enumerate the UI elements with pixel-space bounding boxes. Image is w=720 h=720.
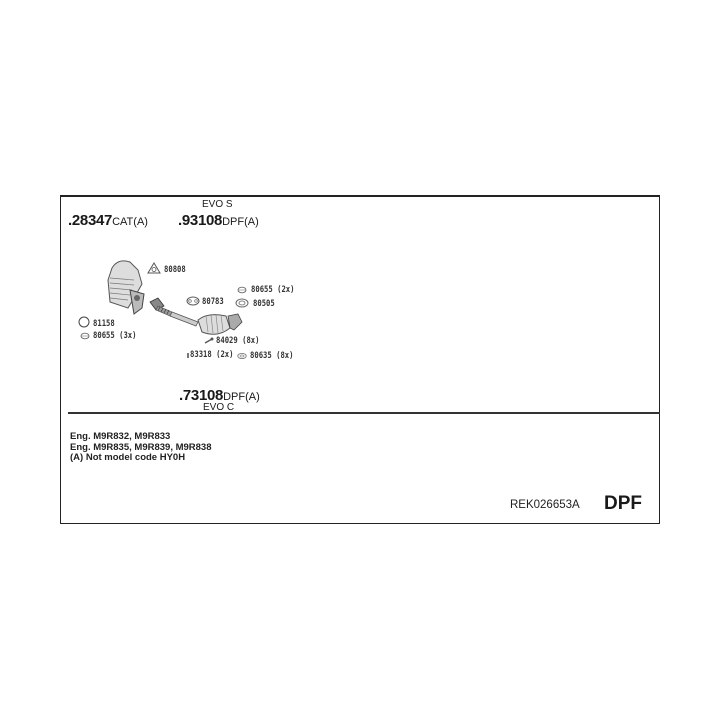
part-73108[interactable]: .73108DPF(A)	[179, 387, 260, 405]
note-line: Eng. M9R835, M9R839, M9R838	[70, 441, 212, 453]
component-label: 83318 (2x)	[190, 350, 234, 360]
component-label: 80808	[164, 265, 186, 275]
section-divider	[68, 412, 660, 414]
part-suffix: CAT(A)	[112, 216, 148, 228]
ring-gasket-icon	[235, 298, 249, 308]
diagram-frame	[60, 195, 660, 524]
dpf-pipe-icon	[149, 297, 243, 335]
component-label: 80505	[253, 299, 275, 309]
component-label: 80655 (3x)	[93, 331, 137, 341]
oval-gasket-icon	[186, 296, 200, 306]
nut-icon	[187, 353, 189, 358]
small-ring-icon	[237, 286, 247, 294]
part-93108[interactable]: .93108DPF(A)	[178, 212, 259, 230]
part-suffix: DPF(A)	[222, 216, 259, 228]
bolt-icon	[204, 337, 214, 344]
component-label: 80655 (2x)	[251, 285, 295, 295]
component-label: 80635 (8x)	[250, 351, 294, 361]
catalyst-manifold-icon	[107, 260, 145, 315]
part-number: .73108	[179, 387, 224, 404]
variant-evo-c: EVO C	[203, 402, 235, 413]
part-number: .28347	[68, 212, 113, 229]
type-label: DPF	[604, 493, 642, 514]
notes-block: Eng. M9R832, M9R833 Eng. M9R835, M9R839,…	[70, 431, 212, 464]
note-line: (A) Not model code HY0H	[70, 452, 186, 463]
component-label: 84029 (8x)	[216, 336, 260, 346]
part-28347[interactable]: .28347CAT(A)	[68, 212, 148, 230]
note-line: Eng. M9R832, M9R833	[70, 431, 171, 442]
o-ring-icon	[78, 316, 90, 328]
triangle-gasket-icon	[147, 262, 161, 274]
small-ring-icon	[80, 332, 90, 340]
component-label: 80783	[202, 297, 224, 307]
variant-evo-s: EVO S	[202, 199, 233, 210]
component-label: 81158	[93, 319, 115, 329]
part-number: .93108	[178, 212, 223, 229]
kit-code: REK026653A	[510, 499, 580, 511]
washer-icon	[237, 352, 247, 360]
part-suffix: DPF(A)	[223, 391, 260, 403]
